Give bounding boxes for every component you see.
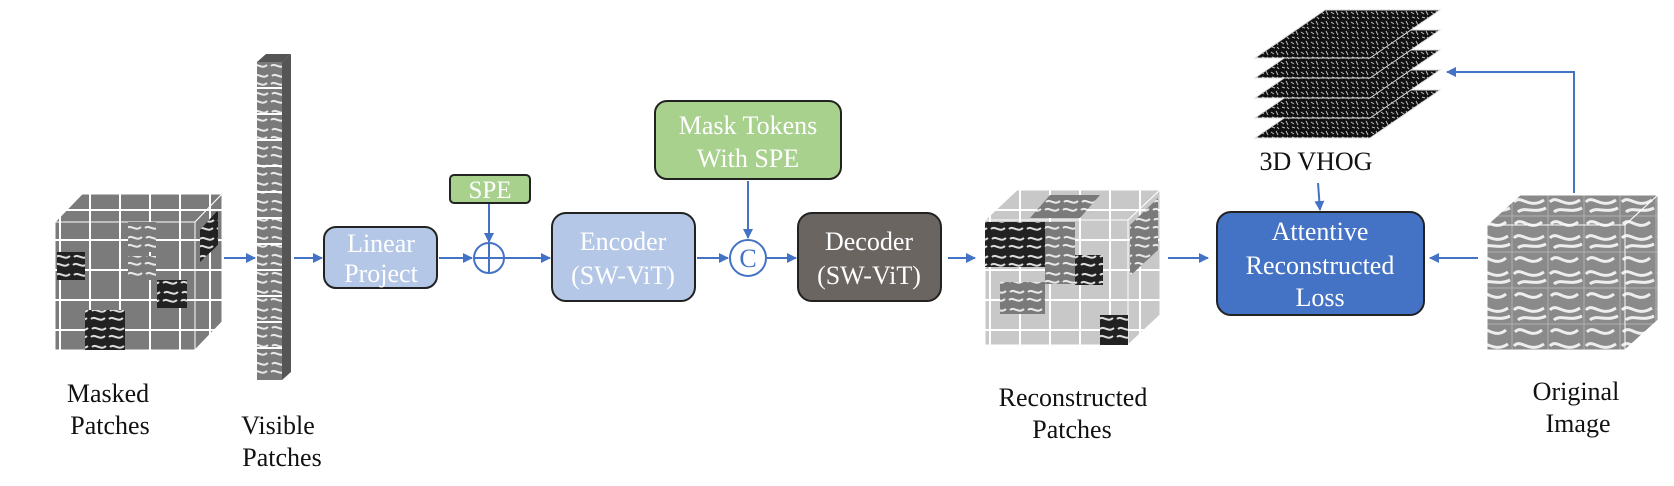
linear-project-box [323, 226, 438, 289]
encoder-label-line2: (SW-ViT) [571, 261, 675, 290]
mask-tokens-label-line2: With SPE [697, 144, 799, 173]
mask-tokens-label-line1: Mask Tokens [679, 111, 818, 140]
vhog-caption: 3D VHOG [1260, 147, 1373, 176]
loss-label-line1: Attentive [1272, 217, 1369, 246]
decoder-label-line1: Decoder [825, 227, 913, 256]
decoder-label-line2: (SW-ViT) [817, 261, 921, 290]
original-image-cube [1485, 193, 1660, 352]
loss-label-line2: Reconstructed [1246, 251, 1395, 280]
arrow-vhog-to-loss [1314, 182, 1325, 211]
linear-project-label-line2: Project [344, 259, 418, 288]
concat-symbol: C [739, 244, 756, 273]
reconstructed-patch-cube [983, 188, 1162, 347]
masked-patches-caption-line1: Masked [67, 379, 149, 408]
reconstructed-patches-caption-line1: Reconstructed [999, 383, 1148, 412]
original-image-caption-line2: Image [1546, 409, 1611, 438]
concat-circle-icon: C [729, 239, 767, 277]
visible-patches-caption-line2: Patches [242, 443, 321, 472]
spe-box [449, 174, 531, 204]
encoder-box [551, 212, 696, 302]
loss-box [1216, 211, 1425, 316]
decoder-box [797, 212, 942, 302]
reconstructed-patches-caption-line2: Patches [1032, 415, 1111, 444]
masked-patches-caption-line2: Patches [70, 411, 149, 440]
linear-project-label-line1: Linear [347, 229, 415, 258]
masked-patch-cube [53, 192, 224, 352]
original-image-caption-line1: Original [1533, 377, 1620, 406]
spe-label: SPE [468, 177, 511, 204]
vhog-stack [1253, 9, 1442, 139]
encoder-label-line1: Encoder [580, 227, 667, 256]
loss-label-line3: Loss [1295, 283, 1344, 312]
mask-tokens-box [654, 100, 842, 180]
arrow-original-to-vhog [1446, 67, 1575, 193]
plus-circle-icon [473, 242, 505, 274]
visible-patch-strip [257, 54, 291, 380]
visible-patches-caption-line1: Visible [241, 411, 315, 440]
